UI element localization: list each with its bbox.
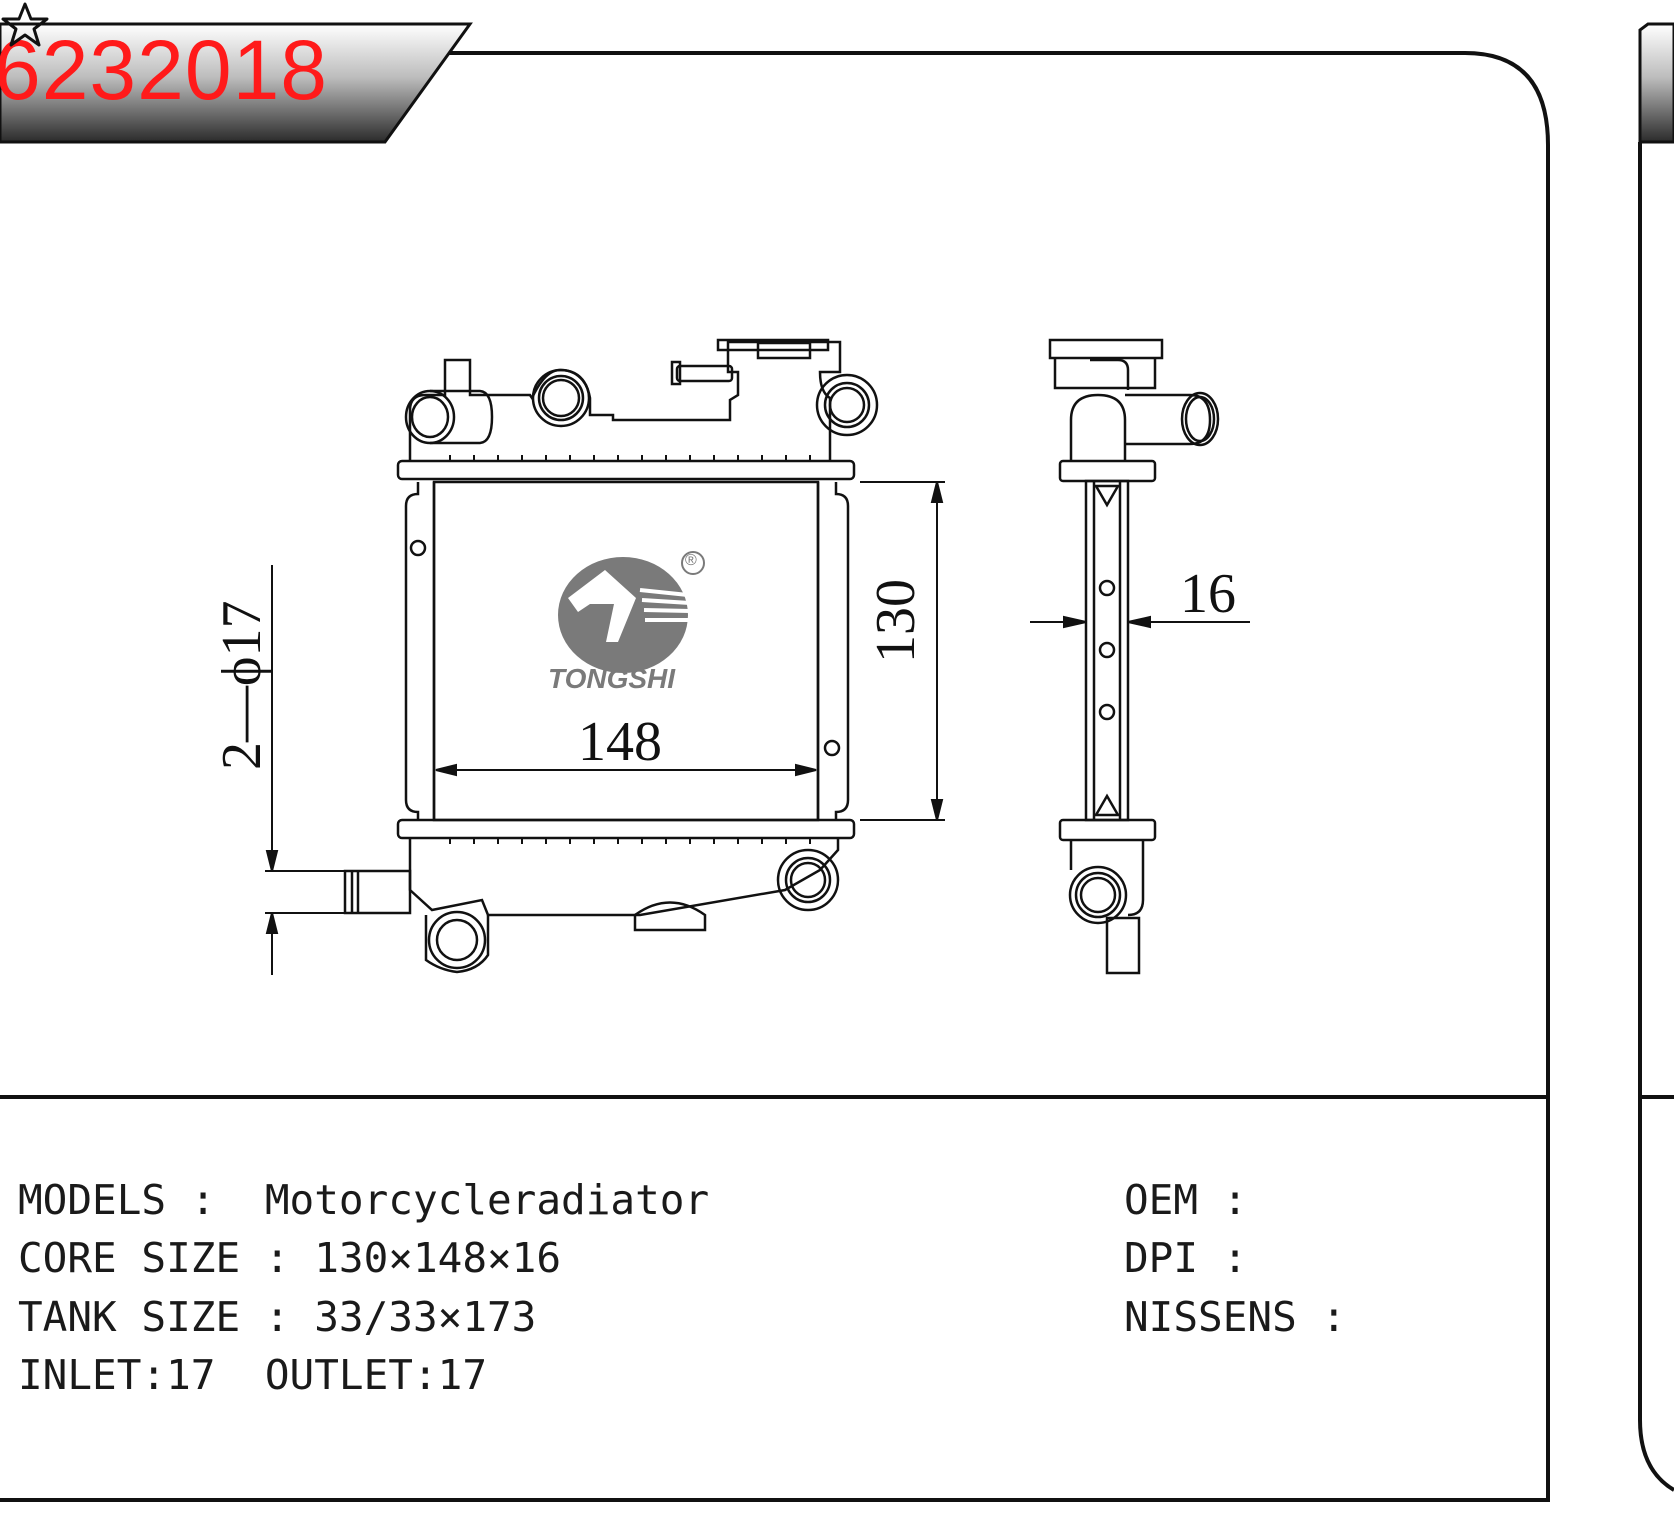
- part-number: 6232018: [0, 23, 329, 117]
- radiator-side-view: [1048, 338, 1220, 975]
- brand-name: TONGSHI: [548, 663, 676, 694]
- spec-nissens: NISSENS :: [1124, 1293, 1347, 1341]
- thickness-dimension: [1030, 615, 1250, 629]
- width-dimension-label: 148: [578, 711, 662, 773]
- registered-mark: ®: [685, 552, 697, 569]
- spec-models: MODELS : Motorcycleradiator: [18, 1176, 710, 1224]
- spec-dpi: DPI :: [1124, 1234, 1248, 1282]
- height-dimension-label: 130: [865, 579, 927, 663]
- tongshi-logo-mark: [558, 551, 705, 673]
- thickness-dimension-label: 16: [1180, 563, 1236, 625]
- spec-oem: OEM :: [1124, 1176, 1248, 1224]
- next-card-edge: [1638, 22, 1674, 1492]
- card-frame: [0, 51, 1550, 1502]
- dimension-lines: [265, 481, 945, 975]
- radiator-front-view: [343, 338, 879, 974]
- pipe-diameter-label: 2—ϕ17: [211, 600, 273, 770]
- tank-ticks: [449, 455, 811, 844]
- spec-tank-size: TANK SIZE : 33/33×173: [18, 1293, 537, 1341]
- star-outline-icon[interactable]: [0, 0, 50, 50]
- spec-inlet-outlet: INLET:17 OUTLET:17: [18, 1351, 487, 1399]
- spec-core-size: CORE SIZE : 130×148×16: [18, 1234, 562, 1282]
- part-number-tab: [0, 22, 473, 144]
